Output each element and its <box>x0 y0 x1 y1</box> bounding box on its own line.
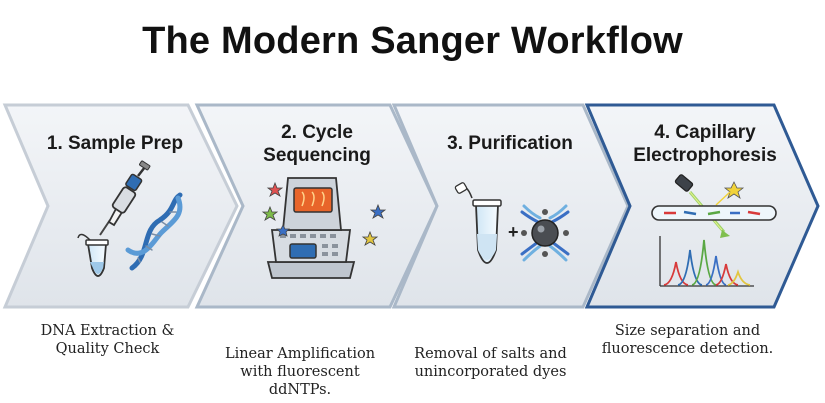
plus-icon: + <box>508 222 519 242</box>
dna-helix-icon <box>125 192 183 271</box>
step-2-description: Linear Amplification with fluorescent dd… <box>224 346 376 398</box>
step-3-description: Removal of salts and unincorporated dyes <box>414 346 567 380</box>
microtube-icon <box>77 233 109 277</box>
thermal-cycler-icon <box>266 177 356 279</box>
step-3-title: 3. Purification <box>447 133 573 154</box>
capillary-tube-icon <box>651 205 777 221</box>
molecule-icon <box>520 204 570 262</box>
page-title: The Modern Sanger Workflow <box>142 20 683 62</box>
electropherogram-icon <box>659 236 754 287</box>
star-icon <box>261 181 387 246</box>
micropipette-icon <box>99 160 151 236</box>
step-4-description: Size separation and fluorescence detecti… <box>601 323 774 357</box>
step-4-title: 4. Capillary Electrophoresis <box>633 122 777 166</box>
step-3-panel <box>391 103 630 309</box>
microtube-icon <box>454 182 502 264</box>
step-1-title: 1. Sample Prep <box>46 133 184 154</box>
step-1-description: DNA Extraction & Quality Check <box>40 323 175 357</box>
step-2-title: 2. Cycle Sequencing <box>263 122 371 166</box>
